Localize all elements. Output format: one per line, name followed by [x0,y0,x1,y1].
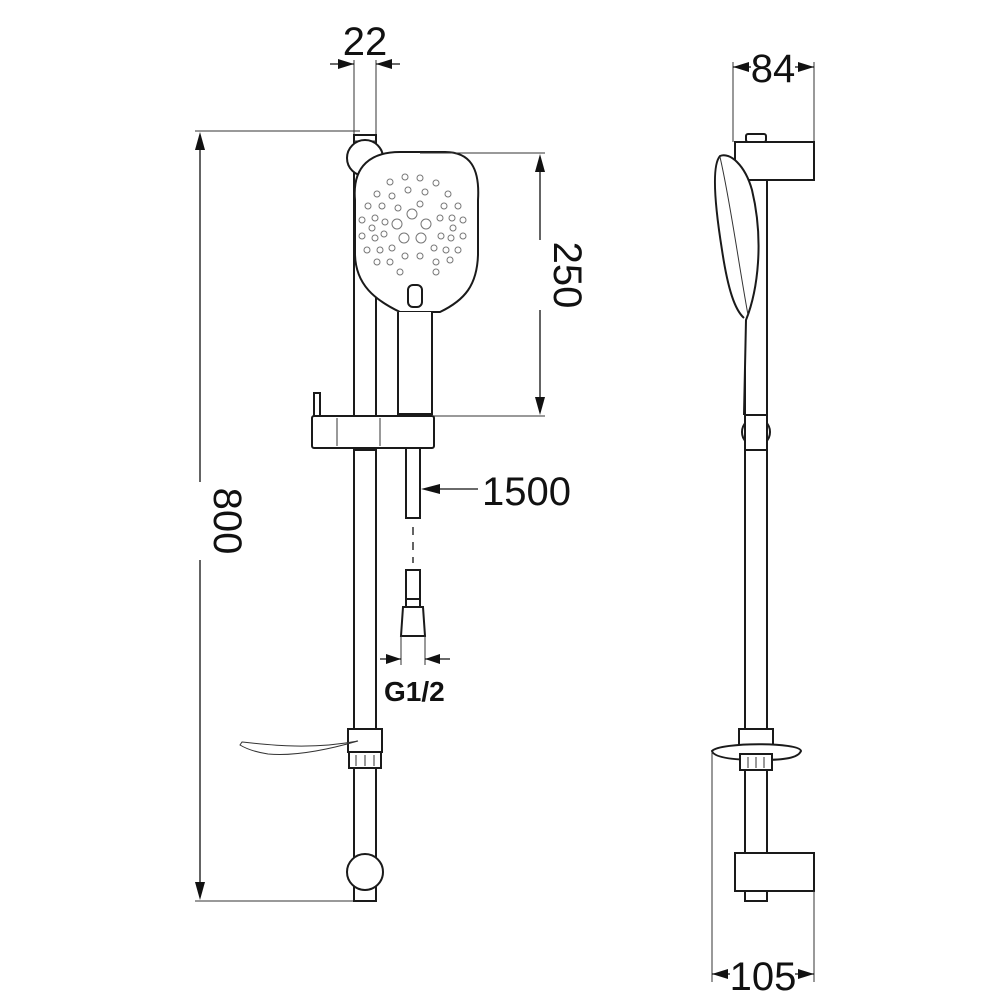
height-label: 800 [205,488,249,555]
hose-length-label: 1500 [482,470,571,514]
spray-nozzles [358,173,467,276]
slide-rail [353,134,377,902]
bottom-bracket-depth-dimension: 105 [711,752,815,999]
shower-hose [399,447,427,637]
hose-connection-dimension: G1/2 [380,636,450,707]
hand-shower-length-label: 250 [545,242,589,309]
rail-width-dimension: 22 [330,20,400,135]
bottom-bracket-depth-label: 105 [730,955,797,999]
height-dimension: 800 [195,130,360,902]
side-hand-shower [713,154,771,451]
hose-connection-label: G1/2 [384,676,445,707]
side-soap-dish [710,728,803,771]
side-view: 84 [710,47,815,999]
hand-shower-length-dimension: 250 [420,152,589,417]
front-view: 800 22 [195,20,589,902]
slider-holder [311,392,435,451]
bottom-bracket [346,853,384,891]
side-top-bracket [734,141,815,181]
top-bracket-depth-dimension: 84 [732,47,815,142]
side-bottom-bracket [734,852,815,892]
top-bracket-depth-label: 84 [751,47,796,91]
hand-shower [353,151,480,415]
rail-width-label: 22 [343,20,388,64]
hose-length-callout: 1500 [421,470,571,514]
soap-dish [239,728,383,769]
